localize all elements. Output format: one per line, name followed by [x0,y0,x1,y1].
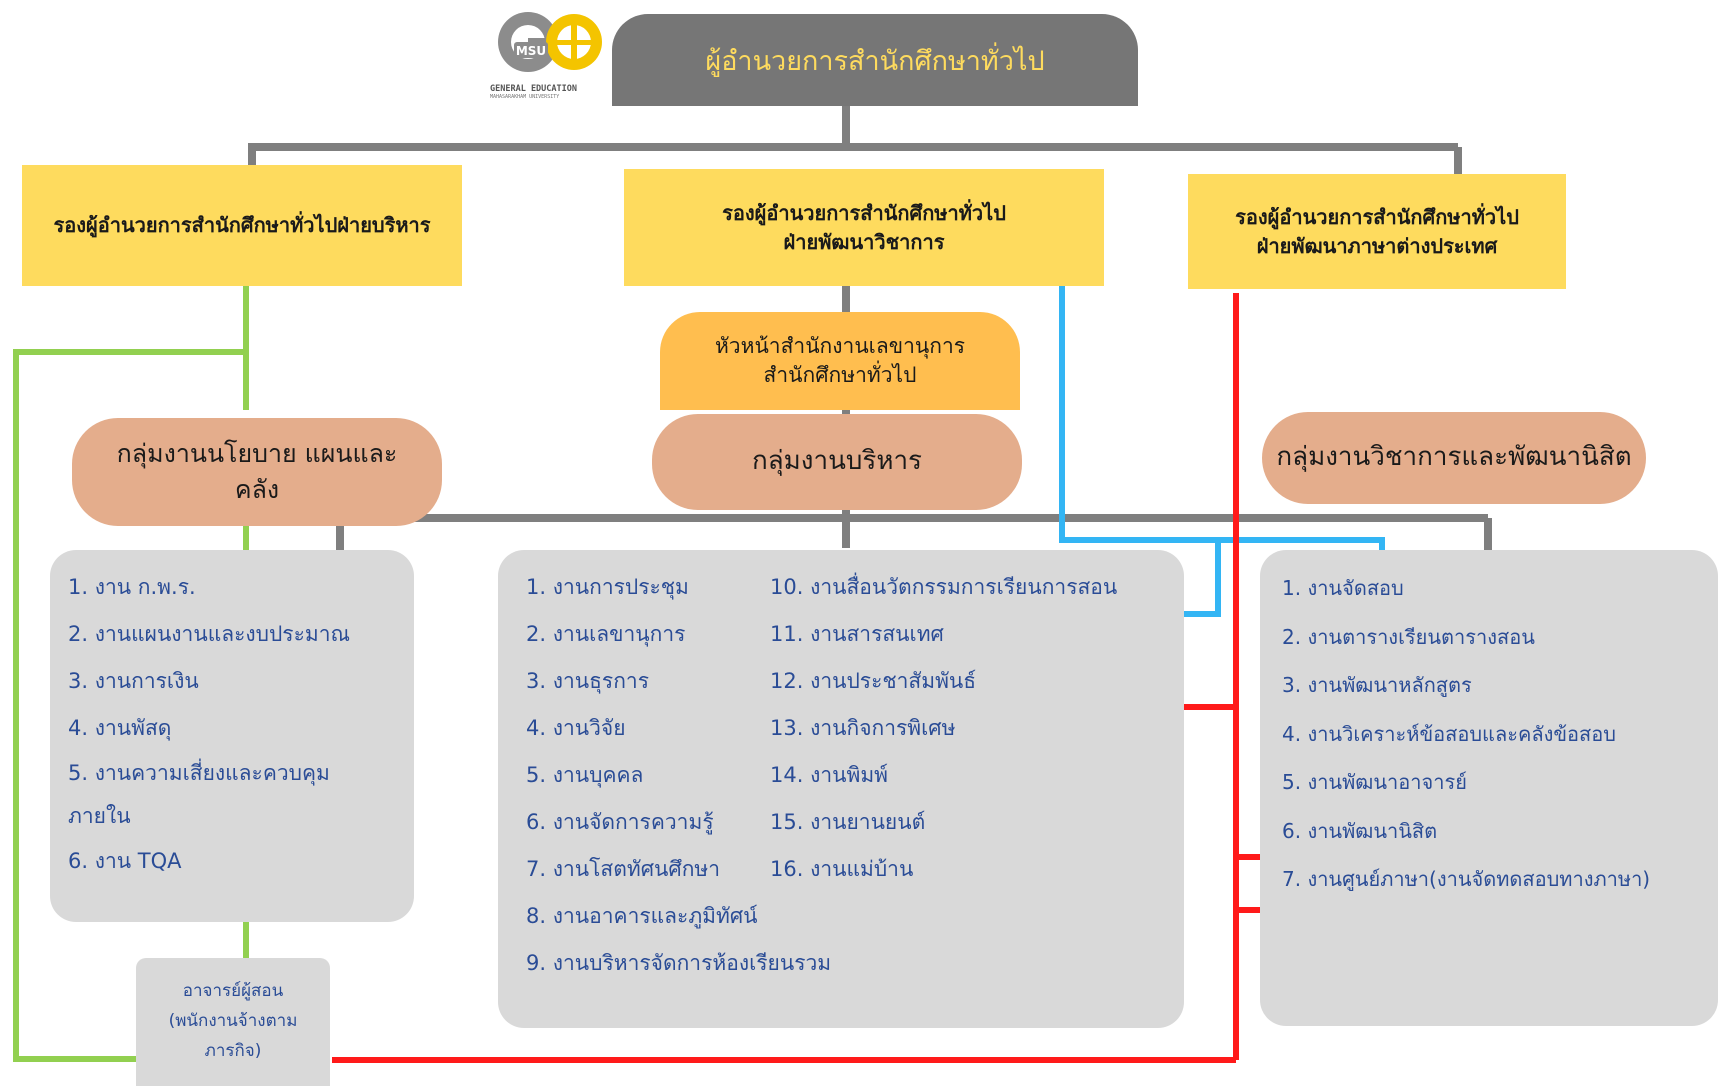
academic-task-item: 4. งานวิเคราะห์ข้อสอบและคลังข้อสอบ [1282,721,1616,746]
admin-task-item: 5. งานบุคคล [526,763,644,787]
logo-caption-2: MAHASARAKHAM UNIVERSITY [490,94,560,100]
admin-task-item: 9. งานบริหารจัดการห้องเรียนรวม [526,951,832,975]
logo-caption-1: GENERAL EDUCATION [490,84,577,94]
admin-task-item: 3. งานธุรการ [526,669,649,693]
green-line-outer-loop [13,349,246,1062]
deputy-foreign-title-1: รองผู้อำนวยการสำนักศึกษาทั่วไป [1235,204,1519,229]
admin-task-item: 2. งานเลขานุการ [526,622,686,646]
policy-task-item: 1. งาน ก.พ.ร. [68,575,196,599]
policy-task-item: 5. งานความเสี่ยงและควบคุม ภายใน [68,761,330,828]
admin-task-item: 11. งานสารสนเทศ [770,622,944,646]
deputy-foreign-box: รองผู้อำนวยการสำนักศึกษาทั่วไป ฝ่ายพัฒนา… [1188,174,1566,289]
group-academic-title: กลุ่มงานวิชาการและพัฒนานิสิต [1276,442,1632,473]
policy-task-item: 4. งานพัสดุ [68,716,172,740]
group-policy-pill: กลุ่มงานนโยบาย แผนและ คลัง [72,418,442,526]
instructors-title-1: อาจารย์ผู้สอน [182,981,284,1002]
director-box: ผู้อำนวยการสำนักศึกษาทั่วไป [612,14,1138,106]
instructors-title-2: (พนักงานจ้างตาม [168,1011,298,1032]
group-policy-title-1: กลุ่มงานนโยบาย แผนและ [116,438,398,468]
admin-task-item: 8. งานอาคารและภูมิทัศน์ [526,904,758,928]
instructors-box: อาจารย์ผู้สอน (พนักงานจ้างตาม ภารกิจ) [136,958,330,1086]
deputy-admin-title: รองผู้อำนวยการสำนักศึกษาทั่วไปฝ่ายบริหาร [53,213,431,237]
deputy-foreign-title-2: ฝ่ายพัฒนาภาษาต่างประเทศ [1256,233,1498,258]
group-academic-pill: กลุ่มงานวิชาการและพัฒนานิสิต [1262,412,1646,504]
academic-task-item: 7. งานศูนย์ภาษา(งานจัดทดสอบทางภาษา) [1282,867,1651,891]
deputy-academic-title-2: ฝ่ายพัฒนาวิชาการ [783,229,945,254]
admin-task-item: 1. งานการประชุม [526,575,689,599]
logo: MSU GENERAL EDUCATION MAHASARAKHAM UNIVE… [490,8,610,104]
admin-tasks-panel: 1. งานการประชุม 2. งานเลขานุการ 3. งานธุ… [498,550,1184,1028]
group-admin-title: กลุ่มงานบริหาร [751,446,923,477]
academic-task-item: 3. งานพัฒนาหลักสูตร [1282,673,1472,697]
academic-tasks-panel: 1. งานจัดสอบ 2. งานตารางเรียนตารางสอน 3.… [1260,550,1718,1026]
secretary-head-title-1: หัวหน้าสำนักงานเลขานุการ [714,333,966,358]
admin-task-item: 4. งานวิจัย [526,716,626,740]
group-admin-pill: กลุ่มงานบริหาร [652,414,1022,510]
academic-task-item: 1. งานจัดสอบ [1282,576,1404,600]
admin-task-list-right: 10. งานสื่อนวัตกรรมการเรียนการสอน 11. งา… [770,564,1117,893]
deputy-academic-title-1: รองผู้อำนวยการสำนักศึกษาทั่วไป [722,200,1006,225]
deputy-admin-box: รองผู้อำนวยการสำนักศึกษาทั่วไปฝ่ายบริหาร [22,165,462,286]
policy-task-item: 6. งาน TQA [68,849,182,873]
secretary-head-box: หัวหน้าสำนักงานเลขานุการ สำนักศึกษาทั่วไ… [660,312,1020,410]
logo-mark-text: MSU [516,44,546,58]
admin-task-list-left: 1. งานการประชุม 2. งานเลขานุการ 3. งานธุ… [526,564,831,987]
blue-line-to-academic-panel [1218,537,1385,550]
academic-task-list: 1. งานจัดสอบ 2. งานตารางเรียนตารางสอน 3.… [1282,564,1650,904]
academic-task-item: 6. งานพัฒนานิสิต [1282,818,1438,843]
admin-task-item: 6. งานจัดการความรู้ [526,810,714,834]
admin-task-item: 12. งานประชาสัมพันธ์ [770,669,977,693]
admin-task-item: 7. งานโสตทัศนศึกษา [526,857,721,881]
group-policy-title-2: คลัง [234,475,280,504]
admin-task-item: 13. งานกิจการพิเศษ [770,716,956,740]
logo-mark: MSU [498,12,602,72]
admin-task-item: 10. งานสื่อนวัตกรรมการเรียนการสอน [770,575,1118,599]
academic-task-item: 5. งานพัฒนาอาจารย์ [1282,770,1467,794]
secretary-head-title-2: สำนักศึกษาทั่วไป [763,363,917,387]
policy-task-item: 2. งานแผนงานและงบประมาณ [68,622,350,646]
admin-task-item: 14. งานพิมพ์ [770,763,889,787]
admin-task-item: 16. งานแม่บ้าน [770,857,914,881]
admin-task-item: 15. งานยานยนต์ [770,810,926,834]
academic-task-item: 2. งานตารางเรียนตารางสอน [1282,624,1535,649]
policy-task-list: 1. งาน ก.พ.ร. 2. งานแผนงานและงบประมาณ 3.… [68,564,388,885]
policy-task-item: 3. งานการเงิน [68,669,199,693]
policy-tasks-panel: 1. งาน ก.พ.ร. 2. งานแผนงานและงบประมาณ 3.… [50,550,414,922]
director-title: ผู้อำนวยการสำนักศึกษาทั่วไป [705,45,1045,77]
instructors-title-3: ภารกิจ) [204,1040,262,1061]
deputy-academic-box: รองผู้อำนวยการสำนักศึกษาทั่วไป ฝ่ายพัฒนา… [624,169,1104,286]
